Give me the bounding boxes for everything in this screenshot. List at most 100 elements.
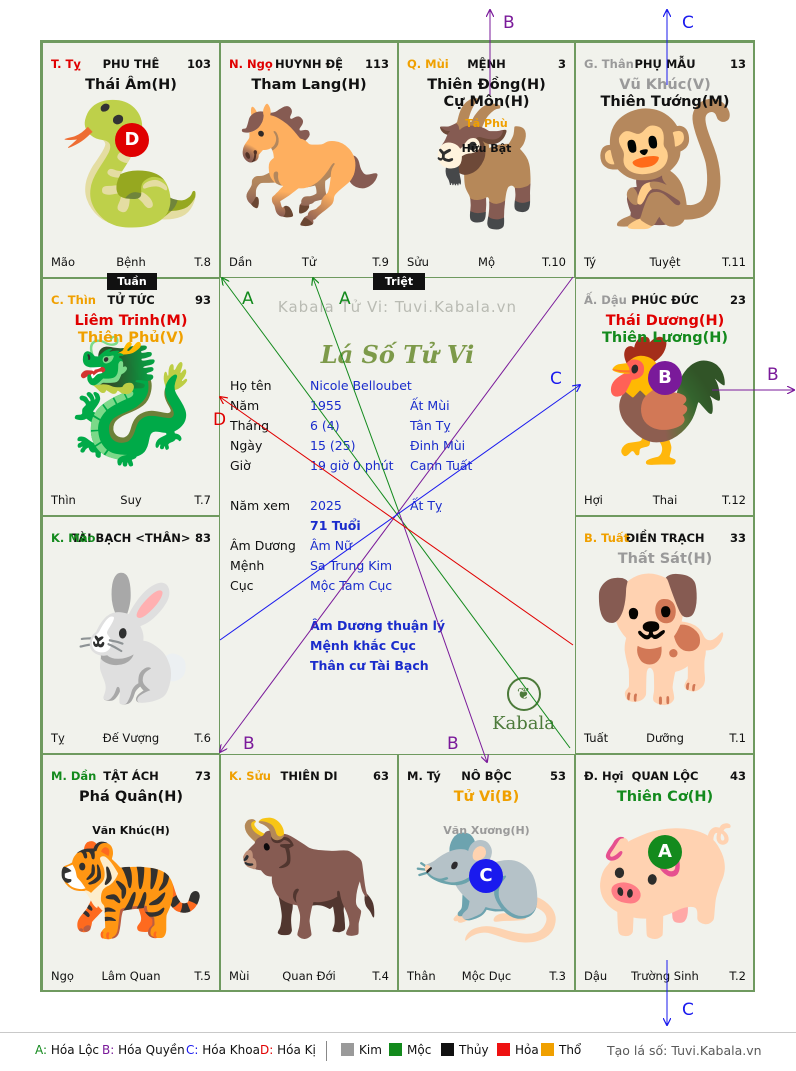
info-label: Tháng <box>230 418 270 433</box>
palace-stars: Thất Sát(H) <box>576 551 754 568</box>
palace-footer-branch: Dậu <box>584 969 608 983</box>
info-value: 15 (25) <box>310 438 356 453</box>
palace-footer-month: T.4 <box>372 969 389 983</box>
star-major: Thiên Tướng(M) <box>600 94 730 110</box>
star-major: Vũ Khúc(V) <box>619 77 711 93</box>
palace-stars: Thái Âm(H) <box>43 77 219 94</box>
palace-name: ĐIỀN TRẠCH <box>625 531 705 545</box>
element-swatch-icon <box>497 1043 510 1056</box>
info-value: Âm Dương thuận lý <box>310 618 446 633</box>
info-value: Thân cư Tài Bạch <box>310 658 429 673</box>
palace-name: PHU THÊ <box>102 57 160 71</box>
transform-badge-b: B <box>648 361 682 395</box>
element-swatch-icon <box>441 1043 454 1056</box>
info-label: Ngày <box>230 438 263 453</box>
star-major: Thất Sát(H) <box>617 551 713 567</box>
palace-footer-stage: Dưỡng <box>646 731 684 745</box>
zodiac-animal-icon: 🐂 <box>234 807 384 947</box>
legend-transform-item: A: Hóa Lộc <box>35 1043 99 1057</box>
palace-footer-stage: Mộ <box>478 255 495 269</box>
palace-number: 93 <box>194 293 211 307</box>
star-minor: Văn Xương(H) <box>443 824 530 837</box>
palace-footer-stage: Bệnh <box>116 255 146 269</box>
info-value: 2025 <box>310 498 342 513</box>
transform-badge-a: A <box>648 835 682 869</box>
info-row: Âm Dương Âm Nữ <box>230 538 570 556</box>
star-major: Cự Môn(H) <box>443 94 530 110</box>
palace-footer-branch: Mão <box>51 255 76 269</box>
palace-footer-month: T.12 <box>722 493 746 507</box>
legend-element-item: Hỏa <box>497 1043 539 1057</box>
palace-number: 73 <box>194 769 211 783</box>
palace-can-chi: N. Ngọ <box>229 57 273 71</box>
palace-footer-stage: Tuyệt <box>649 255 681 269</box>
palace-footer-month: T.2 <box>729 969 746 983</box>
palace-number: 33 <box>729 531 746 545</box>
palace-footer-stage: Suy <box>120 493 142 507</box>
star-minor: Hữu Bật <box>461 142 512 155</box>
palace-footer-month: T.7 <box>194 493 211 507</box>
palace-can-chi: M. Tý <box>407 769 441 783</box>
palace-footer-branch: Thân <box>407 969 436 983</box>
palace-can-chi: Ấ. Dậu <box>584 293 627 307</box>
palace-footer-branch: Mùi <box>229 969 250 983</box>
legend-transform-item: B: Hóa Quyền <box>102 1043 185 1057</box>
palace-can-chi: Đ. Hợi <box>584 769 624 783</box>
palace-footer-stage: Thai <box>652 493 678 507</box>
palace-stars: Liêm Trinh(M)Thiên Phủ(V) <box>43 313 219 347</box>
palace-footer-month: T.6 <box>194 731 211 745</box>
info-value: Mộc Tam Cục <box>310 578 393 593</box>
star-major: Thái Dương(H) <box>605 313 725 329</box>
palace-name: TÀI BẠCH <THÂN> <box>71 531 191 545</box>
palace-footer: Suy Thìn T.7 <box>51 493 211 507</box>
palace-footer-month: T.1 <box>729 731 746 745</box>
palace-footer-branch: Tý <box>584 255 597 269</box>
info-value: Âm Nữ <box>310 538 352 553</box>
palace-footer-stage: Quan Đới <box>282 969 336 983</box>
center-watermark: Kabala Tử Vi: Tuvi.Kabala.vn <box>277 298 518 316</box>
arrow-label-c-3: C <box>682 1000 694 1020</box>
palace-name: THIÊN DI <box>280 769 338 783</box>
legend-element-label: Mộc <box>407 1043 432 1057</box>
element-swatch-icon <box>389 1043 402 1056</box>
palace-can-chi: M. Dần <box>51 769 97 783</box>
center-title: Lá Số Tử Vi <box>320 340 475 369</box>
element-swatch-icon <box>341 1043 354 1056</box>
info-value-can-chi: Ất Tỵ <box>410 498 443 513</box>
arrow-label-c-1: C <box>682 13 694 33</box>
palace-footer-branch: Thìn <box>51 493 76 507</box>
info-label: Âm Dương <box>230 538 296 553</box>
legend-element-item: Mộc <box>389 1043 431 1057</box>
legend-transform-key: D: <box>260 1043 274 1057</box>
legend-transform-label: Hóa Kị <box>277 1043 316 1057</box>
star-minor: Văn Khúc(H) <box>92 824 170 837</box>
palace-name: PHÚC ĐỨC <box>631 293 699 307</box>
tuan-tag: Tuần <box>107 273 157 290</box>
palace-name: MỆNH <box>467 57 506 71</box>
info-row: Mệnh khắc Cục <box>230 638 570 656</box>
palace-stars: Phá Quân(H)Văn Khúc(H) <box>43 789 219 843</box>
palace-stars: Tử Vi(B)Văn Xương(H) <box>399 789 574 843</box>
